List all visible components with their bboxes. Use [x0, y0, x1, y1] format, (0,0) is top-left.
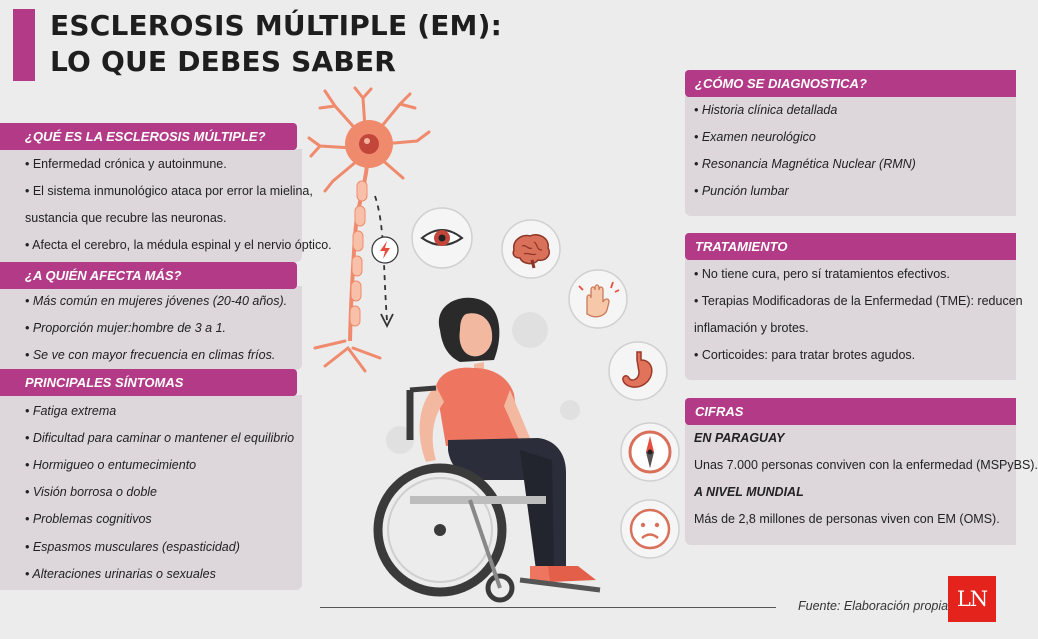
- que-es-item-3: sustancia que recubre las neuronas.: [25, 211, 227, 225]
- tratamiento-item-3: inflamación y brotes.: [694, 321, 809, 335]
- cifras-paraguay-label: EN PARAGUAY: [694, 431, 785, 445]
- sintoma-item-5: • Problemas cognitivos: [25, 512, 152, 526]
- hand-tingling-icon: [568, 269, 628, 329]
- title-line-2: LO QUE DEBES SABER: [50, 45, 397, 78]
- diagnostico-heading: ¿CÓMO SE DIAGNOSTICA?: [685, 70, 1016, 97]
- page-title: ESCLEROSIS MÚLTIPLE (EM): LO QUE DEBES S…: [50, 8, 502, 80]
- sintoma-item-3: • Hormigueo o entumecimiento: [25, 458, 197, 472]
- diagnostico-item-3: • Resonancia Magnética Nuclear (RMN): [694, 157, 916, 171]
- cifras-panel: EN PARAGUAY Unas 7.000 personas conviven…: [685, 424, 1038, 545]
- stomach-icon: [608, 341, 668, 401]
- diagnostico-item-4: • Punción lumbar: [694, 184, 789, 198]
- cifras-paraguay-text: Unas 7.000 personas conviven con la enfe…: [694, 458, 1038, 472]
- tratamiento-heading: TRATAMIENTO: [685, 233, 1016, 260]
- que-es-heading: ¿QUÉ ES LA ESCLEROSIS MÚLTIPLE?: [0, 123, 297, 150]
- diagnostico-item-1: • Historia clínica detallada: [694, 103, 838, 117]
- que-es-item-2: • El sistema inmunológico ataca por erro…: [25, 184, 313, 198]
- diagnostico-item-2: • Examen neurológico: [694, 130, 816, 144]
- title-accent-bar: [13, 9, 35, 81]
- diagnostico-panel: • Historia clínica detallada • Examen ne…: [685, 96, 1016, 216]
- que-es-item-4: • Afecta el cerebro, la médula espinal y…: [25, 238, 332, 252]
- title-line-1: ESCLEROSIS MÚLTIPLE (EM):: [50, 9, 503, 42]
- neuron-icon: [307, 86, 431, 373]
- brain-icon: [501, 219, 561, 279]
- cifras-heading: CIFRAS: [685, 398, 1016, 425]
- tratamiento-panel: • No tiene cura, pero sí tratamientos ef…: [685, 259, 1023, 380]
- sintoma-item-4: • Visión borrosa o doble: [25, 485, 158, 499]
- sad-face-icon: [620, 499, 680, 559]
- tratamiento-item-4: • Corticoides: para tratar brotes agudos…: [694, 348, 916, 362]
- a-quien-panel: • Más común en mujeres jóvenes (20-40 añ…: [0, 286, 302, 370]
- a-quien-item-3: • Se ve con mayor frecuencia en climas f…: [25, 348, 276, 362]
- a-quien-item-2: • Proporción mujer:hombre de 3 a 1.: [25, 321, 227, 335]
- sintoma-item-1: • Fatiga extrema: [25, 404, 117, 418]
- sintomas-panel: • Fatiga extrema • Dificultad para camin…: [0, 395, 302, 590]
- footer-divider: [320, 607, 776, 608]
- a-quien-heading: ¿A QUIÉN AFECTA MÁS?: [0, 262, 297, 289]
- a-quien-item-1: • Más común en mujeres jóvenes (20-40 añ…: [25, 294, 288, 308]
- que-es-panel: • Enfermedad crónica y autoinmune. • El …: [0, 149, 332, 262]
- wheelchair-woman-illustration: [373, 297, 601, 603]
- compass-icon: [620, 422, 680, 482]
- tratamiento-item-2: • Terapias Modificadoras de la Enfermeda…: [694, 294, 1023, 308]
- que-es-item-1: • Enfermedad crónica y autoinmune.: [25, 157, 227, 171]
- tratamiento-item-1: • No tiene cura, pero sí tratamientos ef…: [694, 267, 950, 281]
- source-note: Fuente: Elaboración propia: [798, 599, 949, 613]
- sintoma-item-2: • Dificultad para caminar o mantener el …: [25, 431, 295, 445]
- eye-icon: [411, 207, 473, 269]
- ln-logo: LN: [948, 576, 996, 622]
- sintoma-item-6: • Espasmos musculares (espasticidad): [25, 540, 240, 554]
- cifras-mundial-text: Más de 2,8 millones de personas viven co…: [694, 512, 1000, 526]
- lightning-icon: [371, 236, 399, 264]
- sintomas-heading: PRINCIPALES SÍNTOMAS: [0, 369, 297, 396]
- cifras-mundial-label: A NIVEL MUNDIAL: [694, 485, 804, 499]
- sintoma-item-7: • Alteraciones urinarias o sexuales: [25, 567, 216, 581]
